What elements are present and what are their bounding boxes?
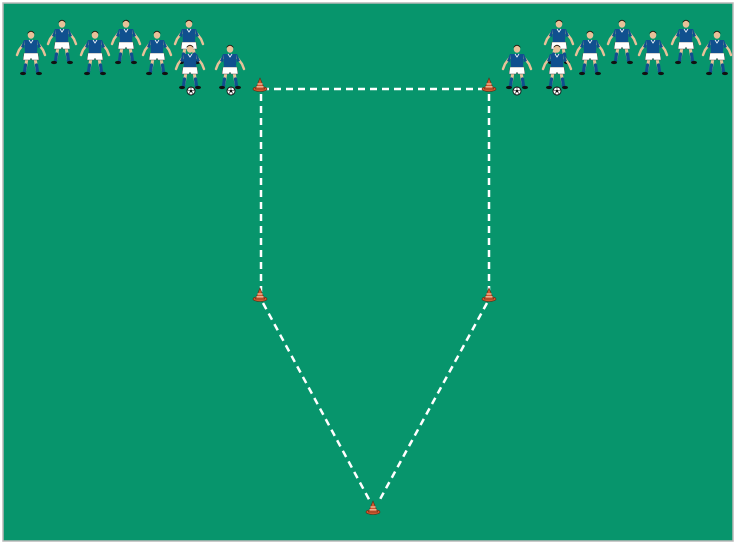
soccer-ball-icon	[513, 87, 521, 95]
soccer-ball-icon	[227, 87, 235, 95]
soccer-ball-icon	[187, 87, 195, 95]
soccer-ball-icon	[553, 87, 561, 95]
pitch-background	[3, 3, 733, 541]
